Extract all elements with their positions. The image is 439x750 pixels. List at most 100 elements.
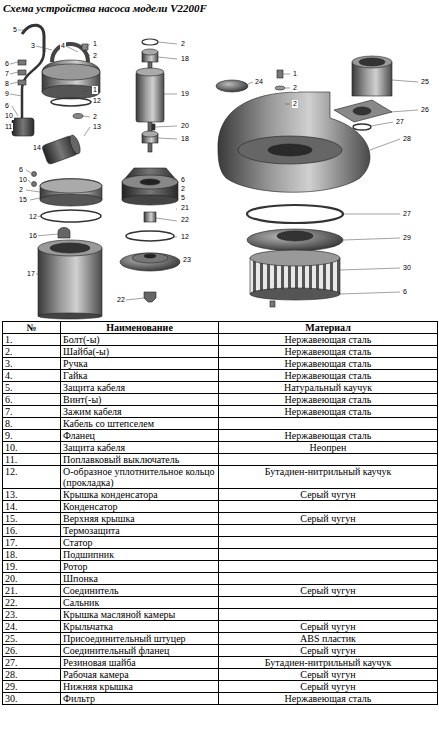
table-cell: Крышка конденсатора <box>61 489 219 501</box>
table-cell: Соединительный фланец <box>61 645 219 657</box>
cell-text: 16. <box>5 525 18 536</box>
cell-text: Фланец <box>63 430 95 441</box>
cell-text: Нержавеющая сталь <box>285 430 372 441</box>
table-cell: 19. <box>3 561 61 573</box>
cell-text: Гайка <box>63 370 87 381</box>
cell-text: Фильтр <box>63 693 95 704</box>
table-cell: Шайба(-ы) <box>61 346 219 358</box>
callout-number: 6 <box>4 60 10 68</box>
callout-number: 4 <box>60 42 66 50</box>
callout-number: 11 <box>4 123 13 131</box>
table-cell: 28. <box>3 669 61 681</box>
table-cell: 11. <box>3 454 61 466</box>
table-cell: Крыльчатка <box>61 621 219 633</box>
cell-text: Нержавеющая сталь <box>285 370 372 381</box>
cell-text: О-образное уплотнительное кольцо (прокла… <box>63 466 215 488</box>
table-cell: 20. <box>3 573 61 585</box>
cell-text: Нержавеющая сталь <box>285 394 372 405</box>
table-cell: Нержавеющая сталь <box>219 406 438 418</box>
cell-text: 3. <box>5 358 13 369</box>
table-cell: 13. <box>3 489 61 501</box>
table-cell: 18. <box>3 549 61 561</box>
callout-number: 29 <box>402 234 412 242</box>
cell-text: Серый чугун <box>300 669 355 680</box>
table-cell: Подшипник <box>61 549 219 561</box>
table-cell: Верхняя крышка <box>61 513 219 525</box>
cell-text: Соединительный фланец <box>63 645 169 656</box>
callout-number: 2 <box>180 185 186 193</box>
table-cell: Фильтр <box>61 693 219 705</box>
table-cell: Защита кабеля <box>61 382 219 394</box>
table-cell: Нержавеющая сталь <box>219 693 438 705</box>
table-cell <box>219 537 438 549</box>
table-cell: Нержавеющая сталь <box>219 394 438 406</box>
table-cell: Серый чугун <box>219 513 438 525</box>
callout-number: 17 <box>26 270 36 278</box>
table-cell: Бутадиен-нитрильный каучук <box>219 466 438 489</box>
callout-number: 1 <box>92 40 98 48</box>
table-cell: 22. <box>3 597 61 609</box>
cell-text: 6. <box>5 394 13 405</box>
table-cell: 2. <box>3 346 61 358</box>
callout-number: 2 <box>292 100 298 108</box>
header-cell: Наименование <box>61 322 219 334</box>
callout-number: 12 <box>180 233 190 241</box>
table-cell: Серый чугун <box>219 621 438 633</box>
cell-text: 24. <box>5 621 18 632</box>
table-cell: Серый чугун <box>219 645 438 657</box>
callout-number: 10 <box>18 176 28 184</box>
cell-text: Нержавеющая сталь <box>285 693 372 704</box>
cell-text: Термозащита <box>63 525 120 536</box>
table-cell: 27. <box>3 657 61 669</box>
table-cell: Гайка <box>61 370 219 382</box>
callout-number: 12 <box>92 97 102 105</box>
table-cell: 12. <box>3 466 61 489</box>
callout-number: 12 <box>28 213 38 221</box>
cell-text: Серый чугун <box>300 585 355 596</box>
table-cell <box>219 418 438 430</box>
table-cell: Винт(-ы) <box>61 394 219 406</box>
table-cell <box>219 501 438 513</box>
table-cell: О-образное уплотнительное кольцо (прокла… <box>61 466 219 489</box>
column-header: Материал <box>305 322 351 333</box>
table-cell: 29. <box>3 681 61 693</box>
callout-number: 28 <box>402 135 412 143</box>
table-cell: Неопрен <box>219 442 438 454</box>
cell-text: Болт(-ы) <box>63 334 100 345</box>
callout-number: 26 <box>420 106 430 114</box>
cell-text: 11. <box>5 454 17 465</box>
cell-text: Натуральный каучук <box>284 382 372 393</box>
callout-number: 27 <box>402 210 412 218</box>
table-cell: 9. <box>3 430 61 442</box>
callout-number: 2 <box>180 40 186 48</box>
callout-number: 16 <box>28 232 38 240</box>
table-cell: Статор <box>61 537 219 549</box>
cell-text: Неопрен <box>310 442 347 453</box>
header-cell: Материал <box>219 322 438 334</box>
callout-number: 8 <box>4 80 10 88</box>
table-cell: 14. <box>3 501 61 513</box>
column-header: № <box>26 322 36 333</box>
table-cell: Крышка масляной камеры <box>61 609 219 621</box>
table-cell: Присоединительный штуцер <box>61 633 219 645</box>
table-cell <box>219 454 438 466</box>
cell-text: Нержавеющая сталь <box>285 334 372 345</box>
callout-number: 1 <box>92 86 98 94</box>
callout-number: 23 <box>182 256 192 264</box>
callout-number: 2 <box>292 84 298 92</box>
cell-text: 5. <box>5 382 13 393</box>
table-cell: 16. <box>3 525 61 537</box>
callout-number: 6 <box>180 176 186 184</box>
table-cell: 6. <box>3 394 61 406</box>
table-cell <box>219 573 438 585</box>
callout-number: 18 <box>180 55 190 63</box>
table-cell <box>219 609 438 621</box>
cell-text: Крыльчатка <box>63 621 113 632</box>
table-cell: Рабочая камера <box>61 669 219 681</box>
cell-text: 7. <box>5 406 13 417</box>
callout-number: 25 <box>420 78 430 86</box>
cell-text: Шпонка <box>63 573 98 584</box>
callout-number: 9 <box>4 90 10 98</box>
table-cell: 23. <box>3 609 61 621</box>
cell-text: 28. <box>5 669 18 680</box>
